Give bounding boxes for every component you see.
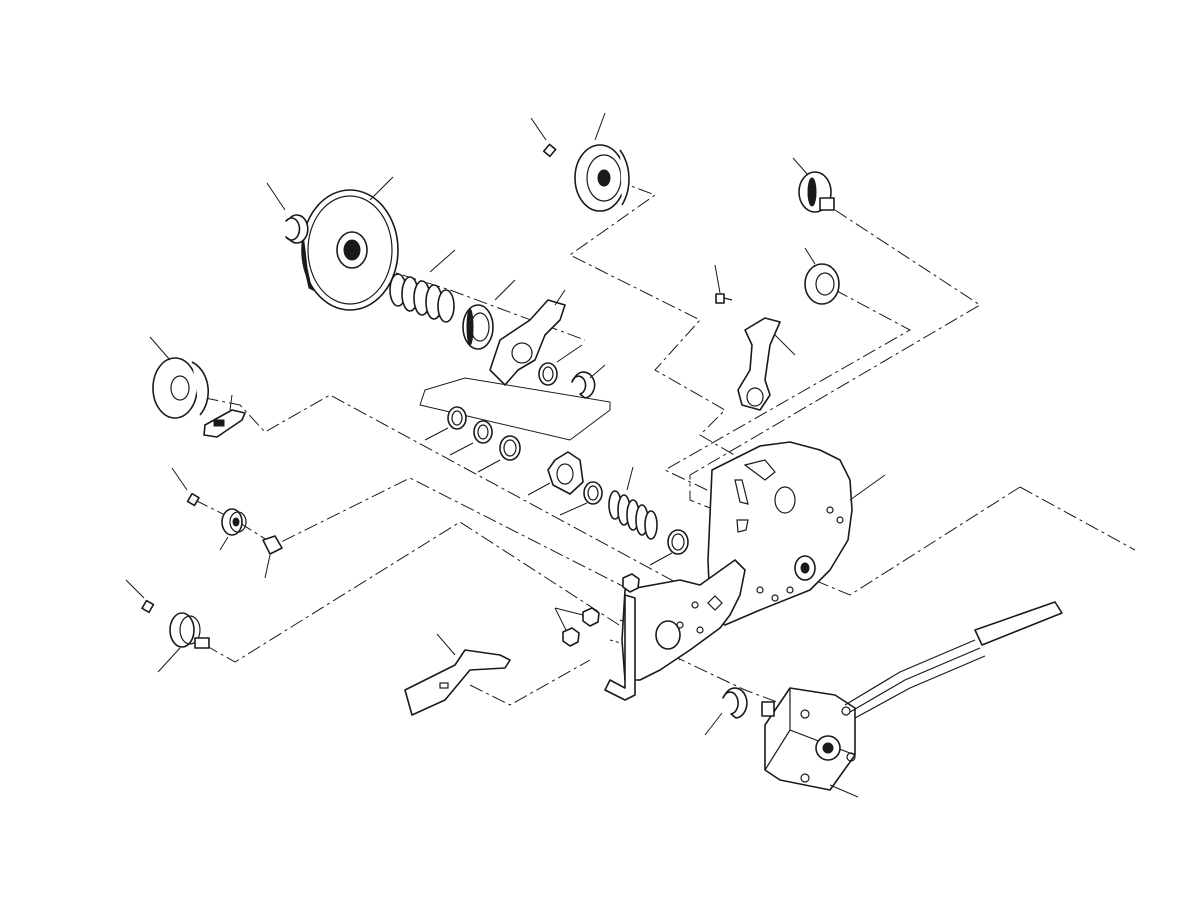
hex-nut-upper: [622, 573, 640, 593]
clutch-bushing: [462, 279, 516, 350]
e-ring-left: [266, 182, 309, 244]
gear-left: [149, 336, 209, 419]
nut-upper: [530, 117, 557, 158]
hex-nut-lower: [554, 607, 580, 647]
coil-spring-upper: [389, 249, 456, 323]
idler-gear-right: [804, 247, 840, 305]
nut-left: [171, 467, 200, 507]
small-screw: [714, 264, 733, 304]
gear-upper-right: [792, 157, 835, 213]
washer-clutch: [538, 344, 583, 386]
motor-cable: [844, 601, 1063, 719]
ground-plate: [604, 594, 636, 701]
large-spur-gear: [301, 176, 399, 311]
gear-upper-middle: [574, 112, 630, 212]
shaft-cap: [262, 535, 283, 579]
sector-lever: [737, 317, 796, 411]
washer-middle: [559, 481, 603, 516]
hex-nut-middle: [554, 607, 600, 627]
gear-lower-left: [157, 612, 210, 673]
washer-set: [419, 377, 611, 473]
coil-spring-lower: [608, 466, 658, 540]
main-side-frame: [707, 441, 886, 626]
e-ring-clutch: [571, 364, 606, 399]
nut-lower-left: [125, 579, 155, 614]
clutch-plate: [489, 289, 566, 386]
cam-bushing: [527, 451, 584, 496]
washer-lower: [649, 529, 689, 566]
pulley-left: [219, 508, 247, 551]
lower-frame-plate: [621, 559, 746, 681]
stepper-motor: [761, 687, 859, 798]
sheet-bracket: [404, 633, 511, 716]
small-bracket: [203, 394, 246, 438]
e-ring-lower: [704, 687, 748, 736]
